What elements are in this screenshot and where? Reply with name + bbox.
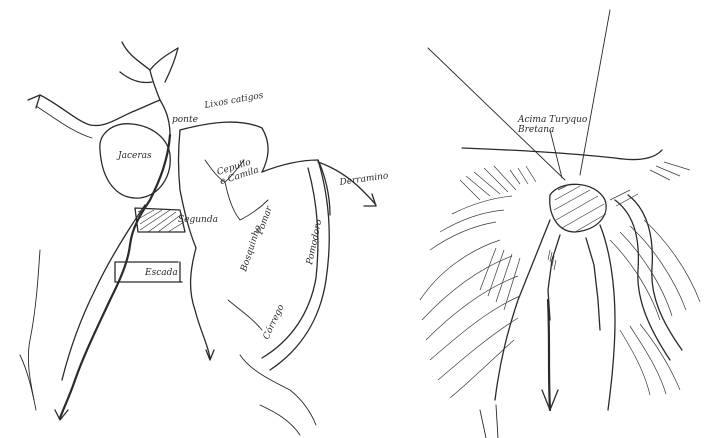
- label-pomar: Pomar: [255, 204, 275, 237]
- plan-sketch-drawing: Jaceras ponte Lixos catigos Cepulloe Cam…: [0, 0, 400, 438]
- river-branch-top: [122, 42, 178, 70]
- label-pomodoro: Pomodoro: [305, 218, 325, 267]
- canyon-left-wall: [495, 220, 550, 400]
- right-slope-hatch: [610, 162, 700, 395]
- label-destino: Derramino: [338, 171, 390, 188]
- label-rio-cativos: Lixos catigos: [203, 91, 265, 111]
- left-slope-hatch: [420, 166, 536, 398]
- canyon-right-wall: [600, 225, 615, 410]
- central-knoll: [550, 184, 606, 232]
- sight-line-left: [428, 48, 565, 180]
- plan-sketch: Jaceras ponte Lixos catigos Cepulloe Cam…: [0, 0, 400, 438]
- label-jaceras: Jaceras: [116, 151, 152, 161]
- arrow-upper-left: [28, 95, 40, 108]
- sight-line-right: [580, 10, 610, 175]
- label-escada: Escada: [144, 268, 178, 278]
- horizon-line: [462, 148, 662, 160]
- label-cepullo: Cepulloe Camila: [216, 156, 260, 187]
- label-segunda: Segunda: [178, 215, 218, 225]
- label-corrego: Córrego: [261, 302, 287, 341]
- label-ponte: ponte: [172, 115, 198, 125]
- pomar-outline: [270, 160, 329, 370]
- cepullo-outline: [180, 122, 268, 172]
